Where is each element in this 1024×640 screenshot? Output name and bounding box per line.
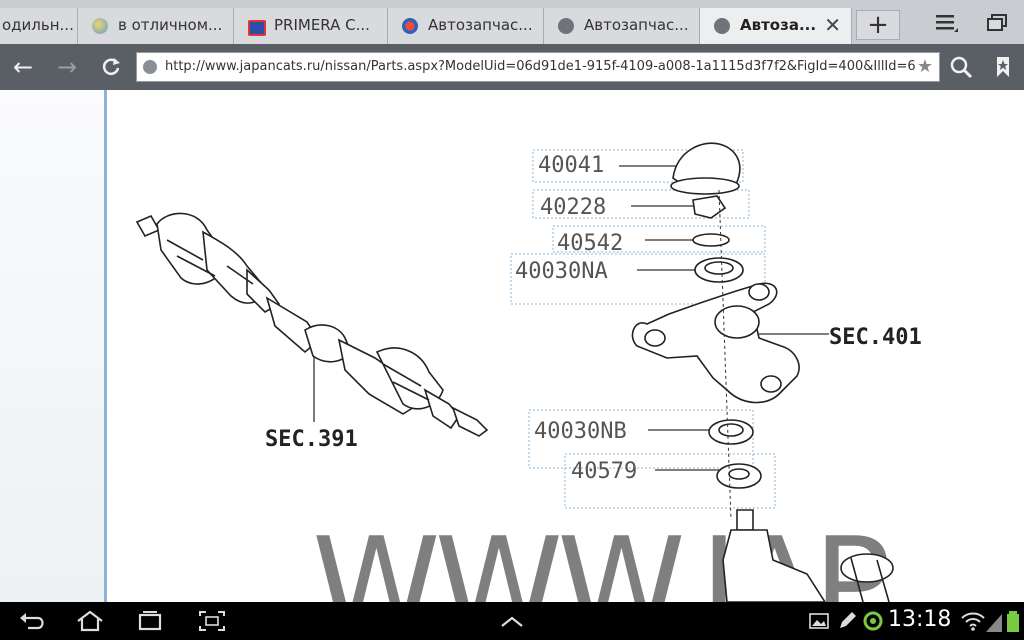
chevron-up-icon[interactable] (494, 606, 530, 636)
back-nav-icon[interactable] (14, 606, 50, 636)
part-label[interactable]: 40030NA (515, 259, 608, 284)
system-navigation-bar: 13:18 (0, 602, 1024, 640)
site-favicon-icon (402, 18, 418, 34)
reload-icon[interactable] (96, 52, 126, 82)
drive-shaft-drawing (135, 212, 489, 437)
url-text: http://www.japancats.ru/nissan/Parts.asp… (165, 59, 916, 74)
tab-label: Автозапчас... (584, 16, 689, 34)
tab-label: PRIMERA C... (274, 16, 370, 34)
search-icon[interactable] (946, 52, 976, 82)
globe-favicon-icon (92, 18, 108, 34)
globe-favicon-icon (558, 18, 574, 34)
tab-strip: одильн... в отличном... PRIMERA C... Авт… (0, 0, 1024, 44)
nfc-favicon-icon (248, 20, 266, 36)
tab-6-active[interactable]: Автоза... ✕ (700, 8, 852, 44)
section-label-391[interactable]: SEC.391 (265, 427, 358, 452)
globe-favicon-icon (714, 18, 730, 34)
screenshot-icon[interactable] (194, 606, 230, 636)
panel-divider (104, 90, 107, 602)
tab-label: в отличном... (118, 16, 223, 34)
hotspot-40030NB[interactable] (528, 409, 754, 469)
browser-toolbar: ← → http://www.japancats.ru/nissan/Parts… (0, 44, 1024, 90)
sync-notification-icon (860, 606, 886, 636)
status-clock: 13:18 (888, 607, 952, 632)
section-label-401[interactable]: SEC.401 (829, 325, 922, 350)
knuckle-drawing (631, 142, 894, 602)
windows-icon[interactable] (978, 8, 1018, 38)
tab-1[interactable]: одильн... (0, 8, 78, 44)
signal-icon (984, 606, 1004, 636)
forward-arrow-icon[interactable]: → (56, 53, 78, 81)
new-tab-button[interactable]: + (856, 10, 900, 40)
gallery-notification-icon (806, 606, 832, 636)
wifi-icon (958, 606, 988, 636)
hotspot-40542[interactable] (552, 225, 766, 253)
pencil-notification-icon (834, 606, 860, 636)
tab-label: Автозапчас... (428, 16, 533, 34)
parts-diagram: WWW.JAP 40041 40228 40542 40030NA 40030N… (135, 142, 922, 602)
menu-icon[interactable] (926, 8, 966, 38)
tab-4[interactable]: Автозапчас... (388, 8, 544, 44)
part-label[interactable]: 40041 (538, 153, 604, 178)
address-bar[interactable]: http://www.japancats.ru/nissan/Parts.asp… (136, 52, 940, 82)
part-label[interactable]: 40030NB (534, 419, 627, 444)
hotspot-40579[interactable] (564, 453, 776, 509)
tab-label: Автоза... (740, 16, 817, 34)
hotspot-40041[interactable] (532, 149, 744, 183)
tab-2[interactable]: в отличном... (78, 8, 234, 44)
part-label[interactable]: 40542 (557, 231, 623, 256)
tab-label: одильн... (2, 16, 74, 34)
tab-5[interactable]: Автозапчас... (544, 8, 700, 44)
close-tab-icon[interactable]: ✕ (824, 13, 841, 37)
globe-favicon-icon (143, 60, 157, 74)
bookmarks-icon[interactable] (988, 52, 1018, 82)
home-nav-icon[interactable] (72, 606, 108, 636)
page-content: WWW.JAP 40041 40228 40542 40030NA 40030N… (0, 90, 1024, 602)
battery-icon (1004, 606, 1022, 636)
tab-3[interactable]: PRIMERA C... (234, 8, 388, 44)
part-label[interactable]: 40228 (540, 195, 606, 220)
recent-apps-icon[interactable] (132, 606, 168, 636)
part-label[interactable]: 40579 (571, 459, 637, 484)
hotspot-40228[interactable] (532, 189, 750, 219)
back-arrow-icon[interactable]: ← (12, 53, 34, 81)
bookmark-star-icon[interactable]: ★ (916, 56, 933, 77)
left-panel (0, 90, 104, 602)
